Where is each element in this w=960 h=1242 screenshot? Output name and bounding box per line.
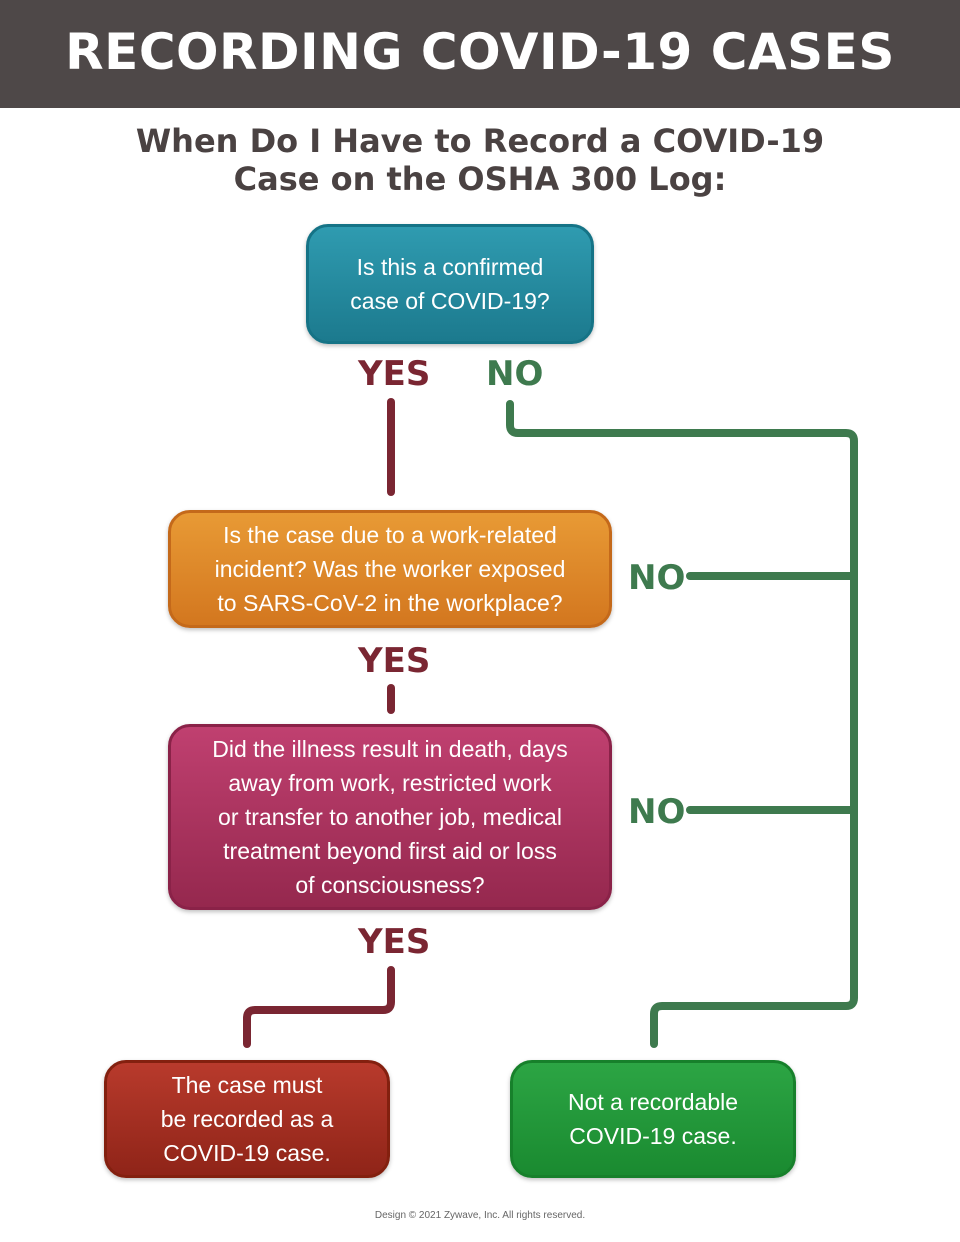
- outcome-not-recordable-text: Not a recordable COVID-19 case.: [567, 1089, 739, 1149]
- subtitle-text: When Do I Have to Record a COVID-19 Case…: [135, 122, 825, 198]
- connector-q3-yes: [243, 966, 395, 1048]
- outcome-record-case-text: The case must be recorded as a COVID-19 …: [160, 1072, 334, 1166]
- page-title: RECORDING COVID-19 CASES: [65, 23, 895, 81]
- outcome-not-recordable: Not a recordable COVID-19 case.: [510, 1060, 796, 1178]
- question-confirmed-case: Is this a confirmed case of COVID-19?: [306, 224, 594, 344]
- title-banner: [0, 0, 960, 108]
- label-q1-yes: YES: [358, 354, 431, 394]
- question-severity-text: Did the illness result in death, days aw…: [212, 736, 568, 898]
- label-q2-no: NO: [628, 558, 686, 598]
- question-work-related-text: Is the case due to a work-related incide…: [214, 522, 566, 616]
- page-subtitle: When Do I Have to Record a COVID-19 Case…: [80, 122, 880, 198]
- label-q2-yes: YES: [358, 641, 431, 681]
- footer-copyright: Design © 2021 Zywave, Inc. All rights re…: [374, 1210, 586, 1221]
- outcome-record-case: The case must be recorded as a COVID-19 …: [104, 1060, 390, 1178]
- label-q3-no: NO: [628, 792, 686, 832]
- question-work-related: Is the case due to a work-related incide…: [168, 510, 612, 628]
- label-q3-yes: YES: [358, 922, 431, 962]
- connector-q1-no: [506, 400, 858, 1048]
- question-confirmed-case-text: Is this a confirmed case of COVID-19?: [350, 254, 550, 314]
- question-severity: Did the illness result in death, days aw…: [168, 724, 612, 910]
- label-q1-no: NO: [486, 354, 544, 394]
